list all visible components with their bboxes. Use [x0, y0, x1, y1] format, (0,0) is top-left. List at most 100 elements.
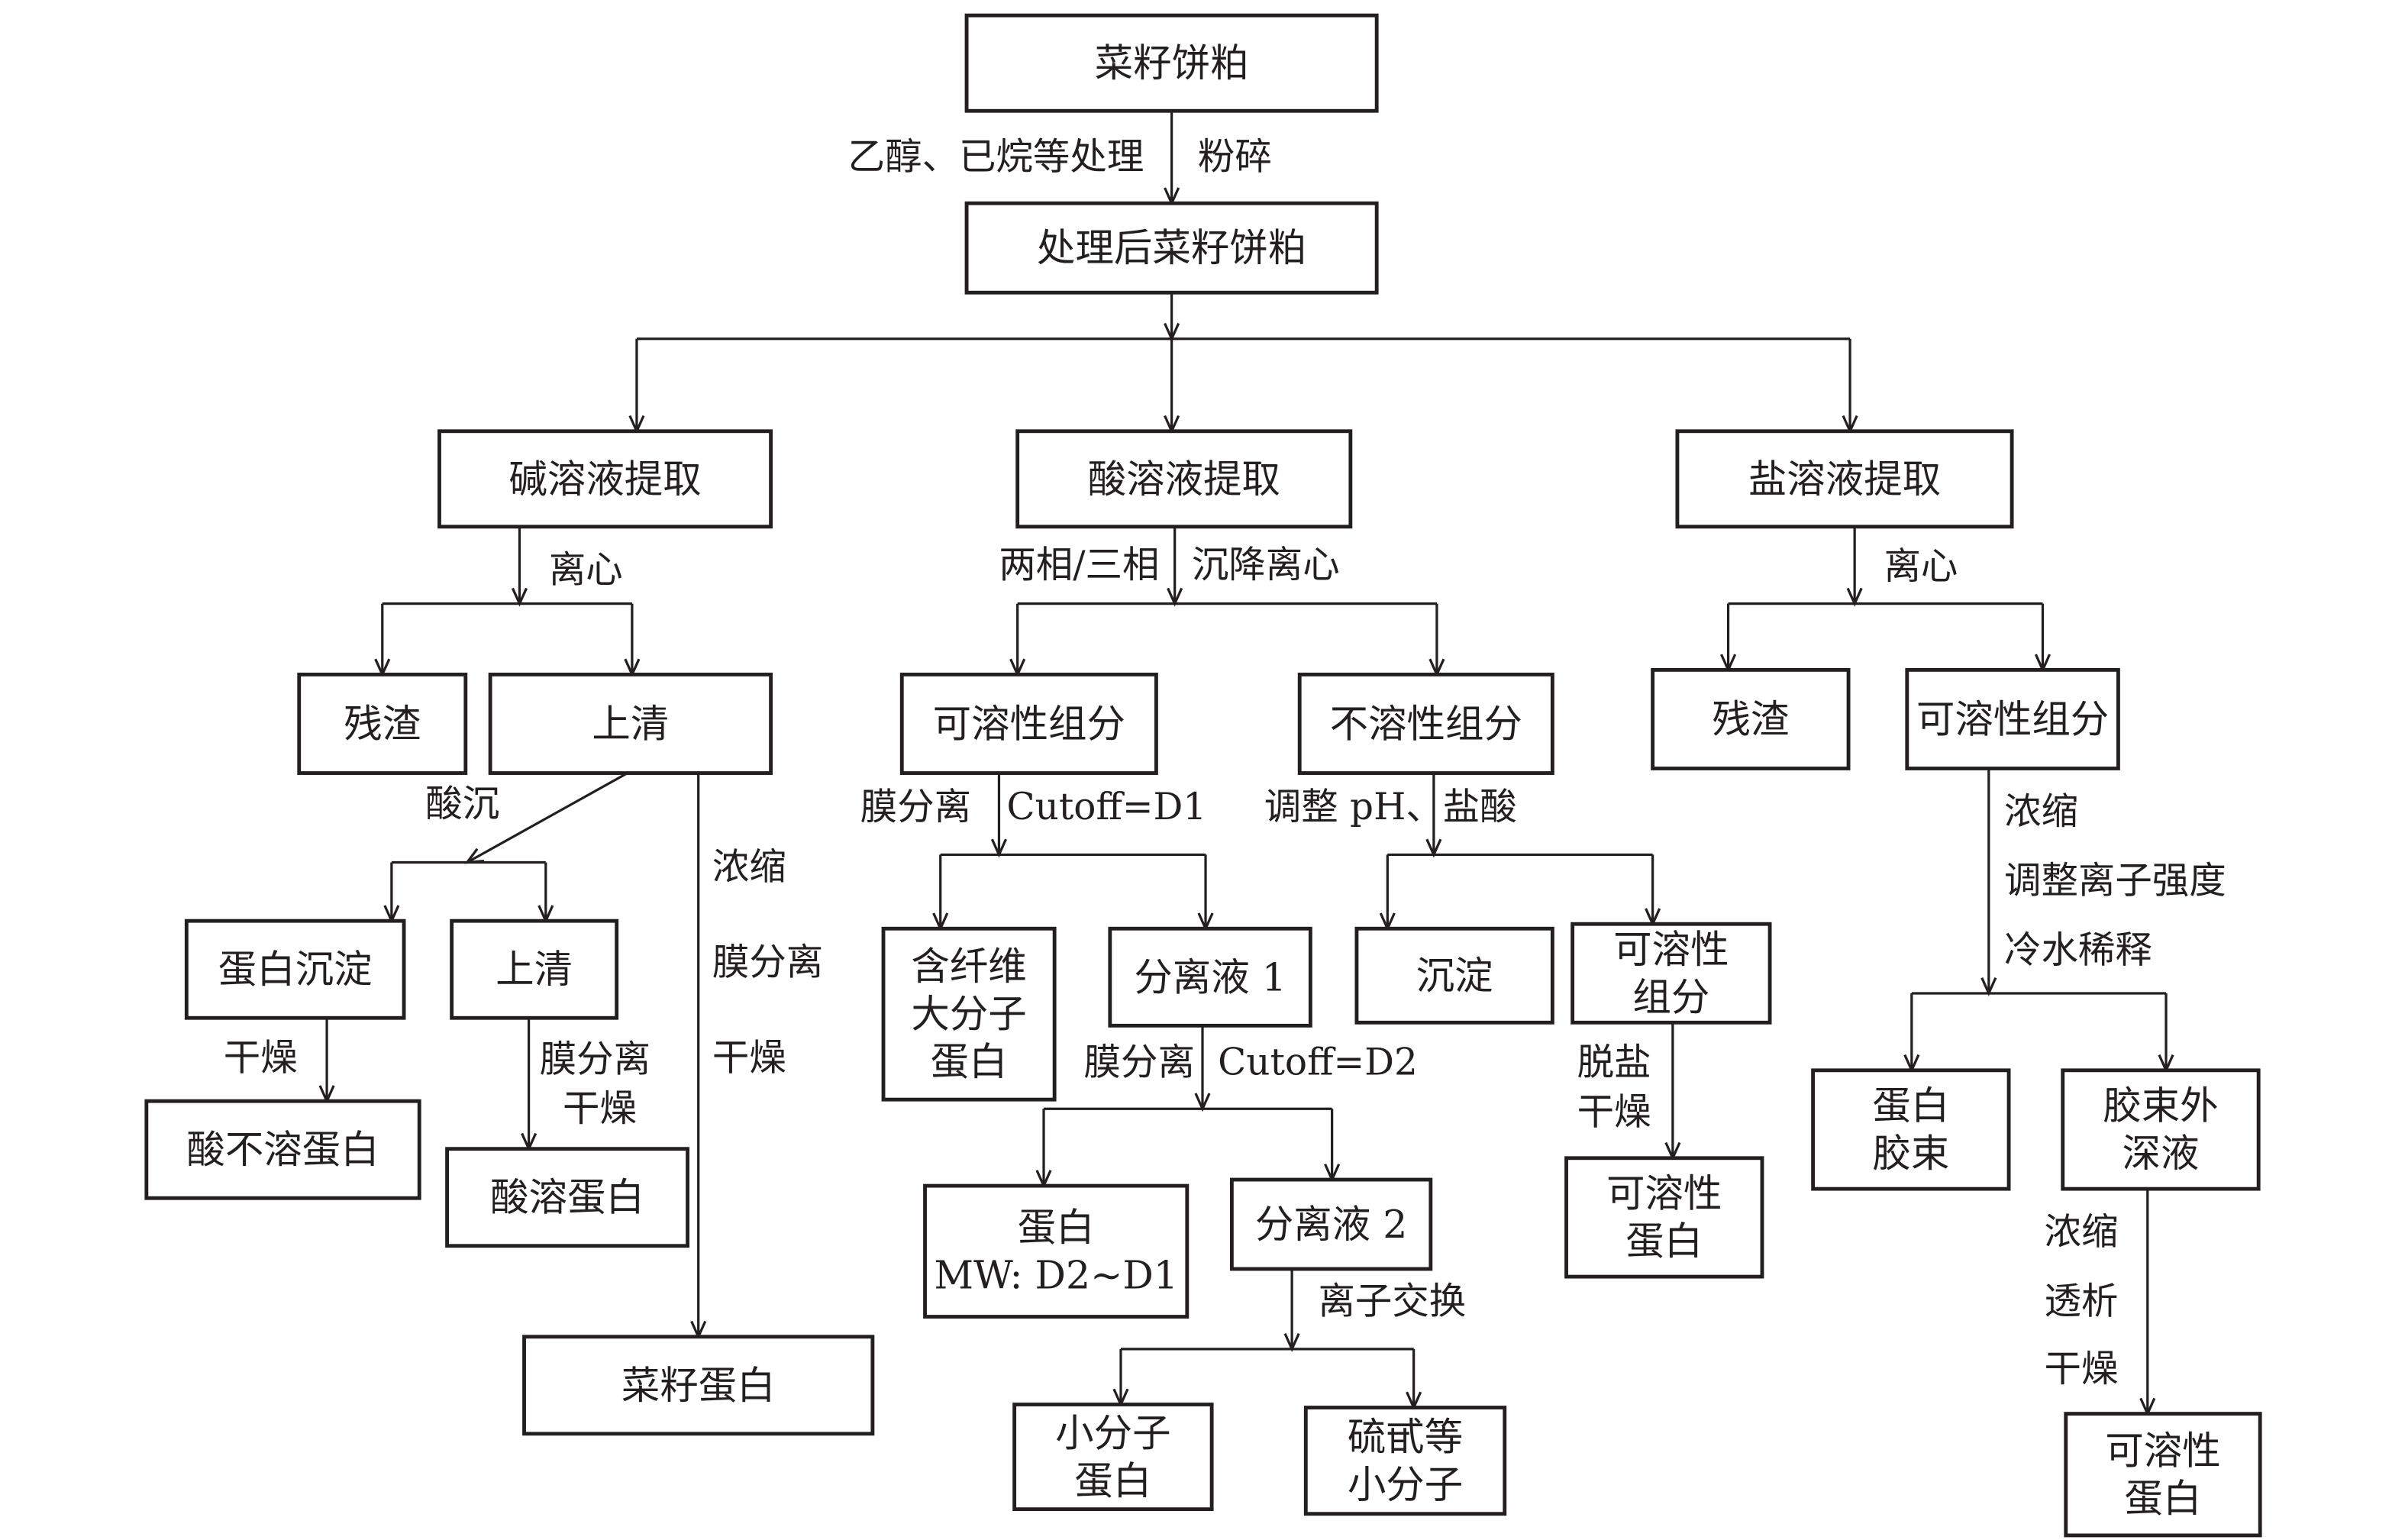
node-box [964, 13, 1379, 113]
edge-label-dry-desalt: 干燥 [1577, 1090, 1651, 1133]
node-label: 上清 [496, 947, 573, 992]
node-treated: 处理后菜籽饼粕 [964, 201, 1379, 295]
node-box [881, 926, 1057, 1102]
edge-labels-layer: 乙醇、已烷等处理粉碎离心酸沉干燥膜分离干燥浓缩膜分离干燥两相/三相沉降离心膜分离… [224, 136, 2226, 1390]
node-box [1564, 1156, 1764, 1279]
edge-label-pretreat: 乙醇、已烷等处理 [848, 136, 1144, 179]
edge-label-acid-precip: 酸沉 [425, 783, 499, 825]
edge-label-memsep1: 膜分离 [860, 786, 971, 828]
edge-label-memsep-long: 膜分离 [712, 941, 823, 984]
node-label: 胶束 [1872, 1131, 1949, 1176]
edge-label-crush: 粉碎 [1198, 136, 1272, 179]
node-box [1303, 1406, 1507, 1516]
edge-label-om-dry: 干燥 [2045, 1348, 2119, 1390]
edge-label-memsep-super: 膜分离 [540, 1038, 650, 1081]
node-acid-sol-prot: 酸溶蛋白 [445, 1147, 689, 1248]
node-salt-residue: 残渣 [1651, 667, 1851, 770]
node-label: 小分子 [1055, 1410, 1170, 1455]
node-label: 蛋白 [1074, 1458, 1151, 1503]
node-box [437, 429, 773, 529]
node-label: 处理后菜籽饼粕 [1037, 225, 1306, 270]
edge-label-dry-long: 干燥 [712, 1037, 786, 1080]
node-box [488, 673, 773, 775]
edge-label-cutoff1: Cutoff=D1 [1007, 786, 1207, 828]
node-acid-soluble: 可溶性组分 [899, 673, 1158, 775]
edge-label-alk-centrifuge: 离心 [549, 548, 623, 591]
node-box [2061, 1068, 2261, 1191]
nodes-layer: 菜籽饼粕处理后菜籽饼粕碱溶液提取酸溶液提取盐溶液提取残渣上清蛋白沉淀上清酸不溶蛋… [144, 13, 2262, 1538]
edge-label-cutoff2: Cutoff=D2 [1218, 1041, 1418, 1084]
node-box [899, 673, 1158, 775]
node-box [923, 1183, 1190, 1319]
edge-label-sediment-centrifuge: 沉降离心 [1192, 544, 1340, 586]
node-label: 上清 [592, 702, 669, 747]
node-label: 可溶性 [2105, 1429, 2220, 1474]
node-label: 酸溶蛋白 [490, 1175, 644, 1220]
node-label: 蛋白沉淀 [218, 947, 373, 992]
node-box [522, 1335, 875, 1436]
node-label: 深液 [2122, 1131, 2199, 1176]
node-box [1108, 926, 1312, 1028]
node-box [964, 201, 1379, 295]
node-label: 酸不溶蛋白 [186, 1127, 379, 1172]
node-box [1811, 1068, 2011, 1191]
node-label: 硫甙等 [1348, 1414, 1463, 1459]
node-raw: 菜籽饼粕 [964, 13, 1379, 113]
node-label: 大分子 [911, 992, 1026, 1037]
node-box [1651, 667, 1851, 770]
node-salt: 盐溶液提取 [1675, 429, 2014, 529]
node-label: 组分 [1632, 975, 1709, 1020]
edge-label-salt-centrifuge: 离心 [1884, 545, 1958, 588]
node-prot-precip: 蛋白沉淀 [184, 919, 406, 1020]
node-box [1012, 1403, 1214, 1512]
edge-label-ion-exchange: 离子交换 [1318, 1280, 1466, 1322]
edge-label-cold-dilute: 冷水稀释 [2004, 929, 2152, 972]
node-insol-soluble: 可溶性组分 [1571, 922, 1772, 1025]
node-box [184, 919, 406, 1020]
node-alkali: 碱溶液提取 [437, 429, 773, 529]
node-alk-super: 上清 [488, 673, 773, 775]
node-box [1675, 429, 2014, 529]
node-label: 蛋白 [931, 1039, 1008, 1084]
edge-label-ionic-strength: 调整离子强度 [2004, 860, 2226, 902]
node-acid-insoluble: 不溶性组分 [1297, 673, 1554, 775]
node-box [297, 673, 468, 775]
node-box [1297, 673, 1554, 775]
node-box [144, 1099, 421, 1200]
node-label: 蛋白 [2125, 1476, 2202, 1521]
node-permeate2: 分离液 2 [1229, 1177, 1433, 1271]
edge-label-dry-precip: 干燥 [224, 1037, 298, 1080]
node-label: 沉淀 [1416, 953, 1493, 998]
node-label: 菜籽蛋白 [621, 1363, 776, 1408]
node-label: 残渣 [1712, 696, 1789, 741]
node-label: 不溶性组分 [1330, 702, 1522, 747]
node-box [1015, 429, 1353, 529]
edge-label-adjust-ph: 调整 pH、盐酸 [1264, 786, 1517, 828]
edge-label-phase: 两相/三相 [999, 544, 1159, 586]
node-label: 分离液 1 [1134, 954, 1286, 999]
node-label: 蛋白 [1872, 1083, 1949, 1128]
node-acid-insol-prot: 酸不溶蛋白 [144, 1099, 421, 1200]
edge-label-desalt: 脱盐 [1577, 1041, 1651, 1084]
node-label: 胶束外 [2103, 1083, 2218, 1128]
node-box [1905, 667, 2120, 770]
node-label: 碱溶液提取 [508, 457, 701, 502]
node-box [1229, 1177, 1433, 1271]
edge-label-om-concentrate: 浓缩 [2045, 1211, 2119, 1254]
node-box [445, 1147, 689, 1248]
node-label: 可溶性 [1613, 927, 1729, 972]
node-label: 蛋白 [1625, 1219, 1703, 1264]
node-label: 含纤维 [911, 944, 1026, 989]
node-salt-soluble: 可溶性组分 [1905, 667, 2120, 770]
node-label: 残渣 [344, 702, 421, 747]
node-alk-super2: 上清 [450, 919, 619, 1020]
node-label: 可溶性组分 [1916, 696, 2109, 741]
node-label: 小分子 [1348, 1462, 1463, 1507]
